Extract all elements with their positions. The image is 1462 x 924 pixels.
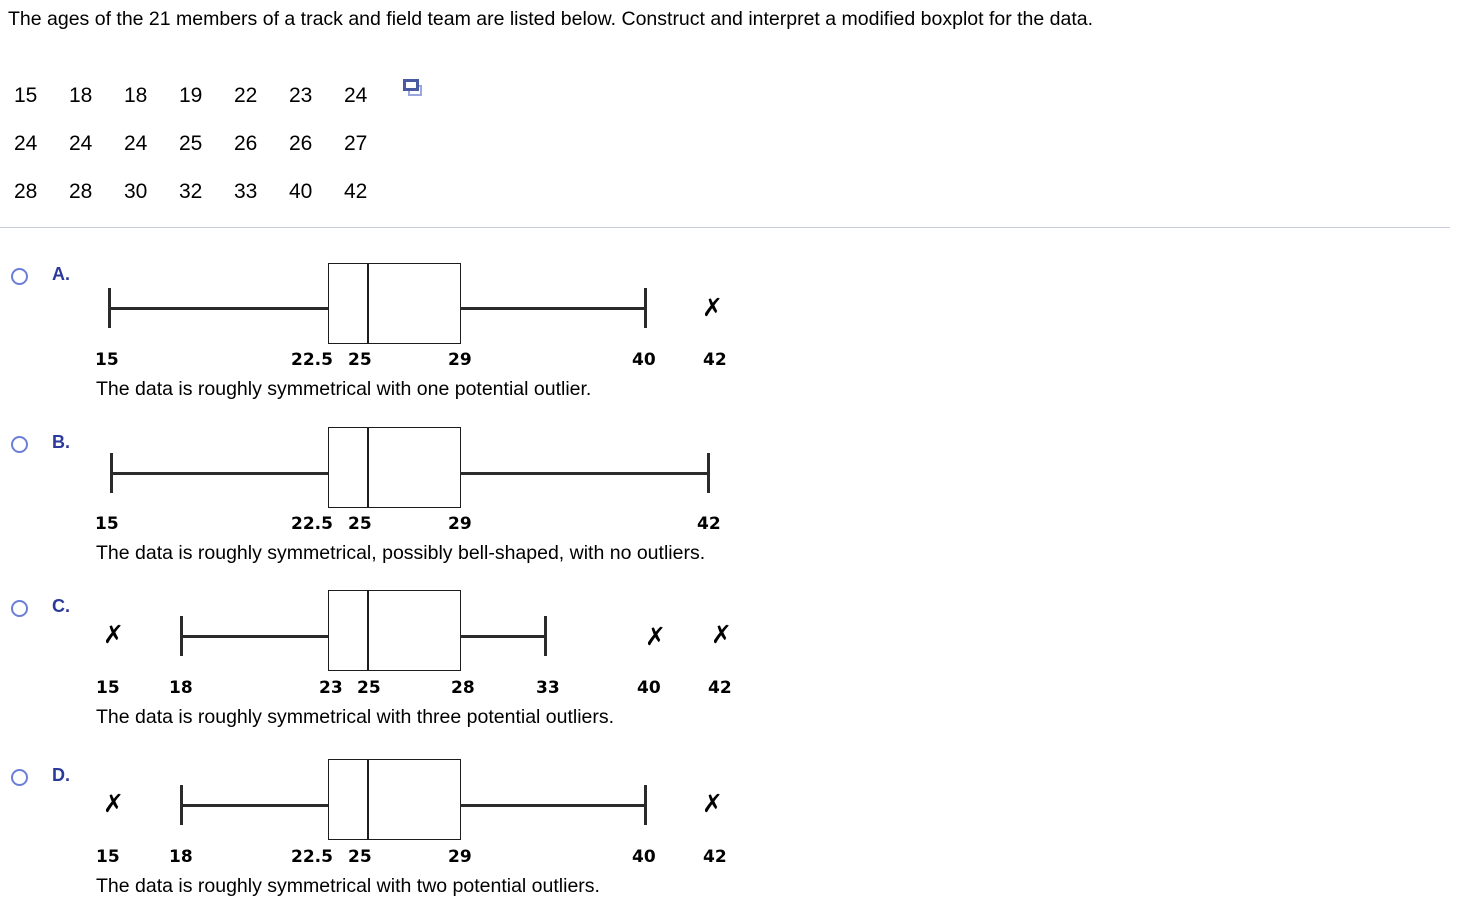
data-cell: 15: [14, 84, 38, 107]
boxplot-d: ✗ ✗ 15 18 22.5 25 29 40 42: [0, 759, 1000, 867]
boxplot-b: 15 22.5 25 29 42: [0, 427, 1000, 534]
axis-label-d-6: 40: [632, 847, 656, 867]
outlier-marker-d-1: ✗: [103, 789, 124, 818]
data-cell: 25: [179, 132, 203, 155]
data-cell: 18: [69, 84, 93, 107]
data-cell: 30: [124, 180, 148, 203]
axis-label-b-3: 25: [348, 514, 372, 534]
boxplot-c: ✗ ✗ ✗ 15 18 23 25 28 33 40 42: [0, 590, 1000, 698]
axis-label-c-7: 40: [637, 678, 661, 698]
box-b: [328, 427, 461, 508]
axis-label-c-3: 23: [319, 678, 343, 698]
data-cell: 26: [289, 132, 313, 155]
whisker-cap-max-c: [544, 616, 547, 656]
axis-label-c-1: 15: [96, 678, 120, 698]
copy-icon-front-sheet: [403, 79, 419, 91]
whisker-cap-max-a: [644, 288, 647, 328]
interpretation-text-a: The data is roughly symmetrical with one…: [96, 378, 592, 400]
outlier-marker-d-2: ✗: [702, 789, 723, 818]
data-values-block: 15 18 18 19 22 23 24 24 24 24 25 26 26 2…: [14, 72, 425, 216]
axis-label-c-5: 28: [451, 678, 475, 698]
median-line-d: [367, 759, 369, 840]
axis-label-a-1: 15: [95, 350, 119, 370]
data-cell: 23: [289, 84, 313, 107]
whisker-line-right-b: [460, 472, 709, 475]
axis-label-b-4: 29: [448, 514, 472, 534]
copy-icon[interactable]: [403, 79, 425, 99]
data-cell: 18: [124, 84, 148, 107]
whisker-line-left-a: [108, 307, 329, 310]
axis-label-d-5: 29: [448, 847, 472, 867]
box-d: [328, 759, 461, 840]
whisker-cap-max-d: [644, 785, 647, 825]
data-row: 24 24 24 25 26 26 27: [14, 120, 425, 168]
axis-label-a-5: 40: [632, 350, 656, 370]
data-cell: 24: [124, 132, 148, 155]
option-letter-c: C.: [52, 596, 70, 616]
outlier-marker-c-3: ✗: [711, 620, 732, 649]
option-letter-b: B.: [52, 432, 70, 452]
whisker-line-left-c: [180, 635, 329, 638]
interpretation-text-c: The data is roughly symmetrical with thr…: [96, 706, 615, 728]
radio-button-d[interactable]: [11, 769, 28, 786]
axis-label-a-4: 29: [448, 350, 472, 370]
data-cell: 24: [344, 84, 368, 107]
whisker-line-left-d: [180, 804, 329, 807]
data-cell: 26: [234, 132, 258, 155]
data-cell: 32: [179, 180, 203, 203]
data-cell: 24: [69, 132, 93, 155]
box-a: [328, 263, 461, 344]
axis-label-a-6: 42: [703, 350, 727, 370]
data-cell: 27: [344, 132, 368, 155]
axis-label-b-1: 15: [95, 514, 119, 534]
axis-label-a-3: 25: [348, 350, 372, 370]
question-stem: The ages of the 21 members of a track an…: [8, 8, 1094, 30]
radio-button-a[interactable]: [11, 268, 28, 285]
data-cell: 42: [344, 180, 368, 203]
axis-label-b-2: 22.5: [291, 514, 333, 534]
whisker-line-left-b: [110, 472, 329, 475]
data-cell: 22: [234, 84, 258, 107]
axis-label-c-6: 33: [536, 678, 560, 698]
data-cell: 28: [14, 180, 38, 203]
data-cell: 33: [234, 180, 258, 203]
boxplot-a: ✗ 15 22.5 25 29 40 42: [0, 263, 1000, 370]
radio-button-b[interactable]: [11, 436, 28, 453]
whisker-line-right-c: [460, 635, 546, 638]
outlier-marker-c-1: ✗: [103, 620, 124, 649]
data-cell: 28: [69, 180, 93, 203]
data-cell: 24: [14, 132, 38, 155]
outlier-marker-c-2: ✗: [645, 622, 666, 651]
axis-label-d-3: 22.5: [291, 847, 333, 867]
radio-button-c[interactable]: [11, 600, 28, 617]
interpretation-text-d: The data is roughly symmetrical with two…: [96, 875, 600, 897]
outlier-marker-a-1: ✗: [702, 293, 723, 322]
data-row: 15 18 18 19 22 23 24: [14, 72, 425, 120]
data-cell: 40: [289, 180, 313, 203]
axis-label-d-1: 15: [96, 847, 120, 867]
axis-label-c-2: 18: [169, 678, 193, 698]
data-cell: 19: [179, 84, 203, 107]
axis-label-a-2: 22.5: [291, 350, 333, 370]
axis-label-d-2: 18: [169, 847, 193, 867]
axis-label-d-4: 25: [348, 847, 372, 867]
median-line-c: [367, 590, 369, 671]
axis-label-c-8: 42: [708, 678, 732, 698]
axis-label-b-5: 42: [697, 514, 721, 534]
axis-label-d-7: 42: [703, 847, 727, 867]
option-letter-d: D.: [52, 765, 70, 785]
whisker-cap-max-b: [707, 453, 710, 493]
box-c: [328, 590, 461, 671]
option-letter-a: A.: [52, 264, 70, 284]
whisker-line-right-a: [460, 307, 646, 310]
median-line-b: [367, 427, 369, 508]
data-row: 28 28 30 32 33 40 42: [14, 168, 425, 216]
whisker-line-right-d: [460, 804, 646, 807]
median-line-a: [367, 263, 369, 344]
interpretation-text-b: The data is roughly symmetrical, possibl…: [96, 542, 706, 564]
axis-label-c-4: 25: [357, 678, 381, 698]
section-divider: [0, 227, 1450, 228]
